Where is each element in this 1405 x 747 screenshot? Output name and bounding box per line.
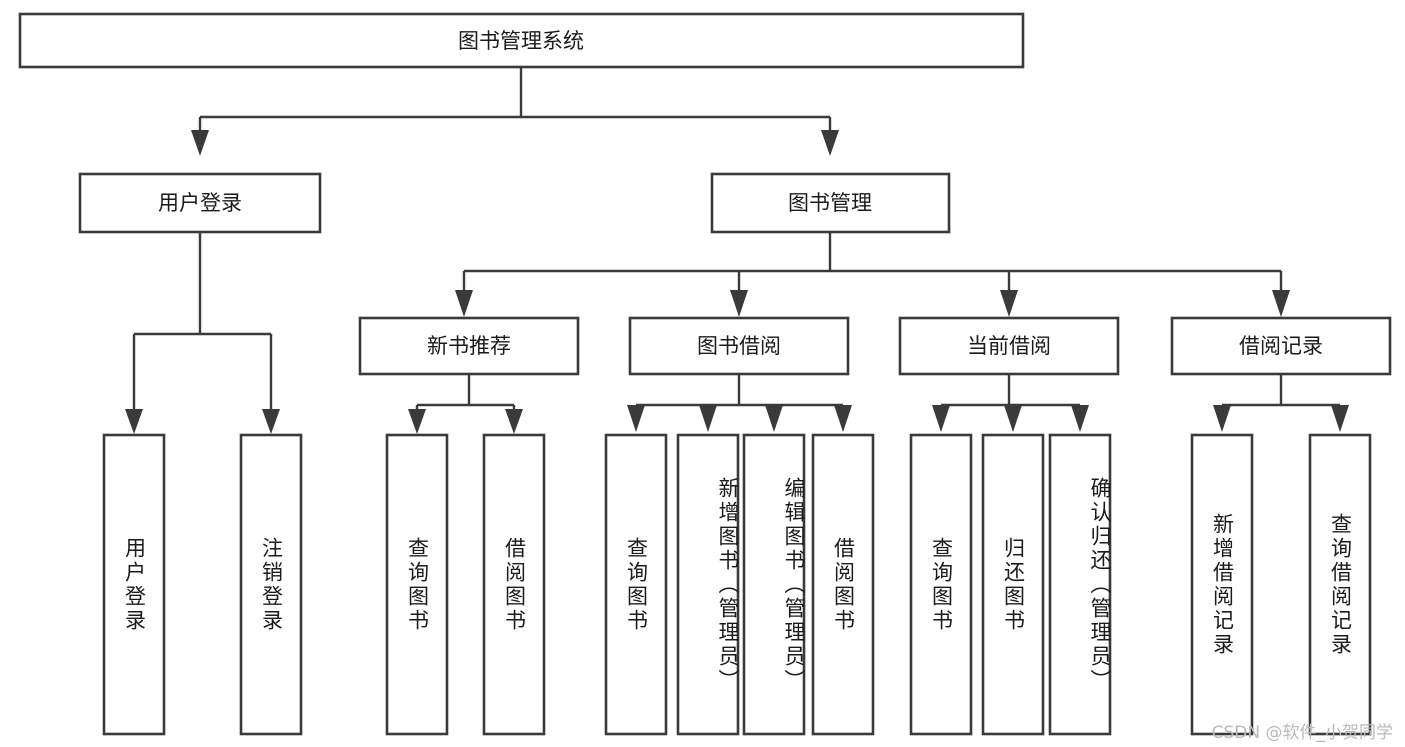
node-leaf-add-book-admin-box[interactable] (676, 433, 740, 736)
arrow-head-leaf-edit-book-admin (765, 405, 783, 432)
node-leaf-confirm-return-admin-box[interactable] (1048, 433, 1112, 736)
node-new-book-recommend-box[interactable] (358, 316, 580, 376)
arrow-head-leaf-add-borrow-record (1213, 405, 1231, 432)
node-leaf-query-book-1-box[interactable] (385, 433, 449, 736)
node-new-book-recommend-label: 新书推荐 (427, 334, 511, 358)
node-user-login-label: 用户登录 (158, 191, 242, 215)
node-leaf-return-book-box[interactable] (981, 433, 1045, 736)
arrow-head-leaf-query-book-3 (932, 405, 950, 432)
node-current-borrow-box[interactable] (898, 316, 1120, 376)
node-user-login[interactable]: 用户登录 (78, 172, 322, 234)
node-book-manage[interactable]: 图书管理 (710, 172, 951, 234)
arrow-head-user-login (191, 130, 209, 156)
arrow-head-leaf-borrow-book-2 (834, 405, 852, 432)
node-leaf-add-borrow-record-box[interactable] (1190, 433, 1254, 736)
node-root[interactable]: 图书管理系统 (18, 12, 1025, 69)
node-book-borrow-label: 图书借阅 (697, 334, 781, 358)
node-leaf-edit-book-admin-box[interactable] (742, 433, 806, 736)
node-leaf-query-borrow-record-box[interactable] (1308, 433, 1372, 736)
node-borrow-record-box[interactable] (1170, 316, 1392, 376)
node-leaf-query-book-2-box[interactable] (604, 433, 668, 736)
node-book-borrow-box[interactable] (628, 316, 850, 376)
node-current-borrow[interactable]: 当前借阅 (898, 316, 1120, 376)
arrow-head-leaf-query-borrow-record (1331, 405, 1349, 432)
arrow-head-leaf-return-book (1004, 405, 1022, 432)
node-book-borrow[interactable]: 图书借阅 (628, 316, 850, 376)
node-root-box[interactable] (18, 12, 1025, 69)
node-leaf-user-logout-box[interactable] (239, 433, 303, 736)
arrow-head-leaf-add-book-admin (699, 405, 717, 432)
arrow-head-leaf-user-login (125, 409, 143, 434)
node-leaf-user-login-box[interactable] (102, 433, 166, 736)
node-borrow-record-label: 借阅记录 (1239, 334, 1323, 358)
node-root-label: 图书管理系统 (458, 29, 584, 53)
node-leaf-borrow-book-2-box[interactable] (811, 433, 875, 736)
node-current-borrow-label: 当前借阅 (967, 334, 1051, 358)
arrow-head-leaf-borrow-book-1 (505, 409, 523, 434)
watermark-text: CSDN @软件_小贺同学 (1211, 723, 1393, 743)
arrow-head-book-manage (821, 130, 839, 156)
arrow-head-leaf-user-logout (262, 409, 280, 434)
arrow-head-leaf-query-book-2 (627, 405, 645, 432)
node-borrow-record[interactable]: 借阅记录 (1170, 316, 1392, 376)
node-new-book-recommend[interactable]: 新书推荐 (358, 316, 580, 376)
arrow-head-current-borrow (1000, 290, 1018, 317)
node-book-manage-label: 图书管理 (788, 191, 872, 215)
arrow-head-borrow-record (1272, 290, 1290, 317)
arrow-head-leaf-query-book-1 (408, 409, 426, 434)
arrow-head-book-borrow (730, 290, 748, 317)
arrow-head-leaf-confirm-return-admin (1071, 405, 1089, 432)
arrow-head-new-book-recommend (455, 290, 473, 317)
node-leaf-query-book-3-box[interactable] (909, 433, 973, 736)
node-book-manage-box[interactable] (710, 172, 951, 234)
node-leaf-borrow-book-1-box[interactable] (482, 433, 546, 736)
